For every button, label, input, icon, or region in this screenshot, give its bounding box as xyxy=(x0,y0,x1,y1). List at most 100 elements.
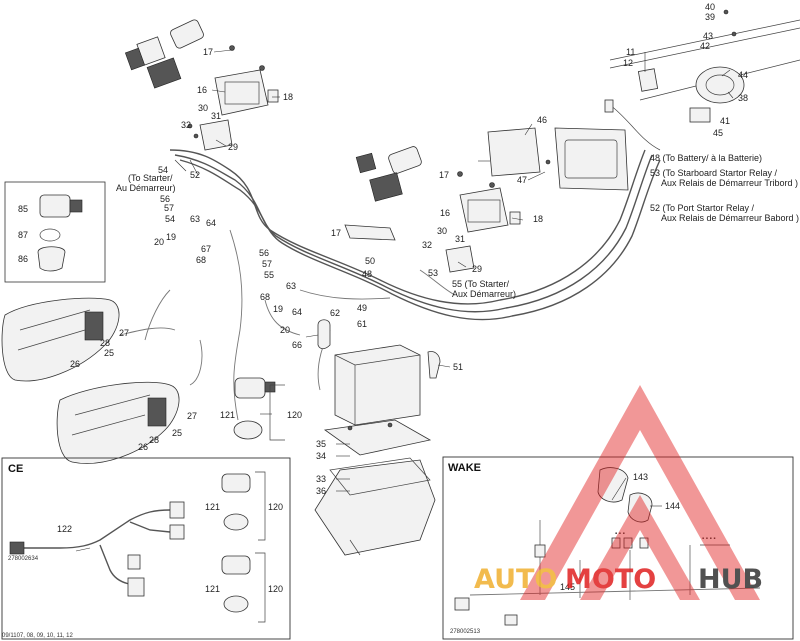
label-17: 17 xyxy=(203,47,213,57)
label-143: 143 xyxy=(633,472,648,482)
label-16b: 16 xyxy=(440,208,450,218)
upper-relay-module xyxy=(124,19,279,151)
middle-relay-module xyxy=(344,146,521,273)
engine-cover-upper xyxy=(1,297,120,382)
callout-starter55-2: Aux Démarreur) xyxy=(452,289,516,299)
label-46: 46 xyxy=(537,115,547,125)
label-29: 29 xyxy=(228,142,238,152)
label-27: 27 xyxy=(119,328,129,338)
part-labels: 17 16 18 30 31 32 29 52 54 56 57 54 63 6… xyxy=(18,2,748,594)
footer-reference: 09/1107, 08, 09, 10, 11, 12 xyxy=(2,633,74,639)
label-19: 19 xyxy=(166,232,176,242)
label-31: 31 xyxy=(211,111,221,121)
watermark-logo: AUTO MOTO HUB xyxy=(474,385,763,600)
label-20b: 20 xyxy=(280,325,290,335)
label-33: 33 xyxy=(316,474,326,484)
wake-panel: ▪ ▪ ▪ ▪ ▪ ▪ ▪ xyxy=(442,456,794,640)
label-145: 145 xyxy=(560,582,575,592)
callout-stbd-2: Aux Relais de Démarreur Tribord ) xyxy=(661,178,798,188)
label-48: 48 xyxy=(362,269,372,279)
label-28: 28 xyxy=(100,338,110,348)
label-20: 20 xyxy=(154,237,164,247)
label-52: 52 xyxy=(190,170,200,180)
label-12: 12 xyxy=(623,58,633,68)
main-harness xyxy=(119,149,661,421)
label-55: 55 xyxy=(264,270,274,280)
label-39: 39 xyxy=(705,12,715,22)
label-30b: 30 xyxy=(437,226,447,236)
watermark-text-auto: AUTO xyxy=(474,564,557,595)
watermark-text-hub: HUB xyxy=(698,564,763,595)
callout-to-starter-1: (To Starter/ xyxy=(128,173,173,183)
wake-panel-code: 278002513 xyxy=(450,629,481,635)
label-63b: 63 xyxy=(286,281,296,291)
label-44: 44 xyxy=(738,70,748,80)
label-40: 40 xyxy=(705,2,715,12)
label-17c: 17 xyxy=(439,170,449,180)
label-25b: 25 xyxy=(172,428,182,438)
label-57b: 57 xyxy=(262,259,272,269)
ce-panel-code: 278002634 xyxy=(8,556,39,562)
label-18b: 18 xyxy=(533,214,543,224)
label-16: 16 xyxy=(197,85,207,95)
label-36: 36 xyxy=(316,486,326,496)
watermark-text-moto: MOTO xyxy=(565,564,656,595)
label-64: 64 xyxy=(206,218,216,228)
label-57: 57 xyxy=(164,203,174,213)
label-30: 30 xyxy=(198,103,208,113)
label-121c: 121 xyxy=(205,584,220,594)
label-17b: 17 xyxy=(331,228,341,238)
display-gauge xyxy=(487,127,629,191)
label-50: 50 xyxy=(365,256,375,266)
label-66: 66 xyxy=(292,340,302,350)
leader-lines xyxy=(75,49,734,552)
callout-port-2: Aux Relais de Démarreur Babord ) xyxy=(661,213,799,223)
steering-assembly xyxy=(604,9,800,151)
label-62: 62 xyxy=(330,308,340,318)
callout-starter55-1: 55 (To Starter/ xyxy=(452,279,510,289)
label-45: 45 xyxy=(713,128,723,138)
label-28b: 28 xyxy=(149,435,159,445)
label-26b: 26 xyxy=(138,442,148,452)
label-144: 144 xyxy=(665,501,680,511)
label-63: 63 xyxy=(190,214,200,224)
label-54: 54 xyxy=(158,165,168,175)
label-68: 68 xyxy=(196,255,206,265)
label-34: 34 xyxy=(316,451,326,461)
label-120: 120 xyxy=(287,410,302,420)
callout-to-battery: 48 (To Battery/ à la Batterie) xyxy=(650,153,762,163)
label-86: 86 xyxy=(18,254,28,264)
label-25: 25 xyxy=(104,348,114,358)
wake-panel-title: WAKE xyxy=(448,462,481,474)
label-49: 49 xyxy=(357,303,367,313)
label-68b: 68 xyxy=(260,292,270,302)
label-32: 32 xyxy=(181,120,191,130)
callout-stbd-1: 53 (To Starboard Startor Relay / xyxy=(650,168,778,178)
label-41: 41 xyxy=(720,116,730,126)
svg-text:▪ ▪ ▪: ▪ ▪ ▪ xyxy=(615,531,625,537)
label-18: 18 xyxy=(283,92,293,102)
label-43: 43 xyxy=(703,31,713,41)
label-42: 42 xyxy=(700,41,710,51)
label-67: 67 xyxy=(201,244,211,254)
label-38: 38 xyxy=(738,93,748,103)
label-29b: 29 xyxy=(472,264,482,274)
label-121b: 121 xyxy=(205,502,220,512)
label-32b: 32 xyxy=(422,240,432,250)
battery-assembly xyxy=(314,319,441,556)
label-19b: 19 xyxy=(273,304,283,314)
label-120c: 120 xyxy=(268,584,283,594)
label-121: 121 xyxy=(220,410,235,420)
label-53: 53 xyxy=(428,268,438,278)
label-11: 11 xyxy=(626,47,635,57)
label-61: 61 xyxy=(357,319,367,329)
callout-to-starter-2: Au Démarreur) xyxy=(116,183,176,193)
engine-cover-lower xyxy=(56,381,180,464)
label-56b: 56 xyxy=(259,248,269,258)
label-56: 56 xyxy=(160,194,170,204)
callout-texts: (To Starter/ Au Démarreur) 48 (To Batter… xyxy=(116,153,799,299)
label-51: 51 xyxy=(453,362,463,372)
inset-box-connectors xyxy=(4,181,106,283)
